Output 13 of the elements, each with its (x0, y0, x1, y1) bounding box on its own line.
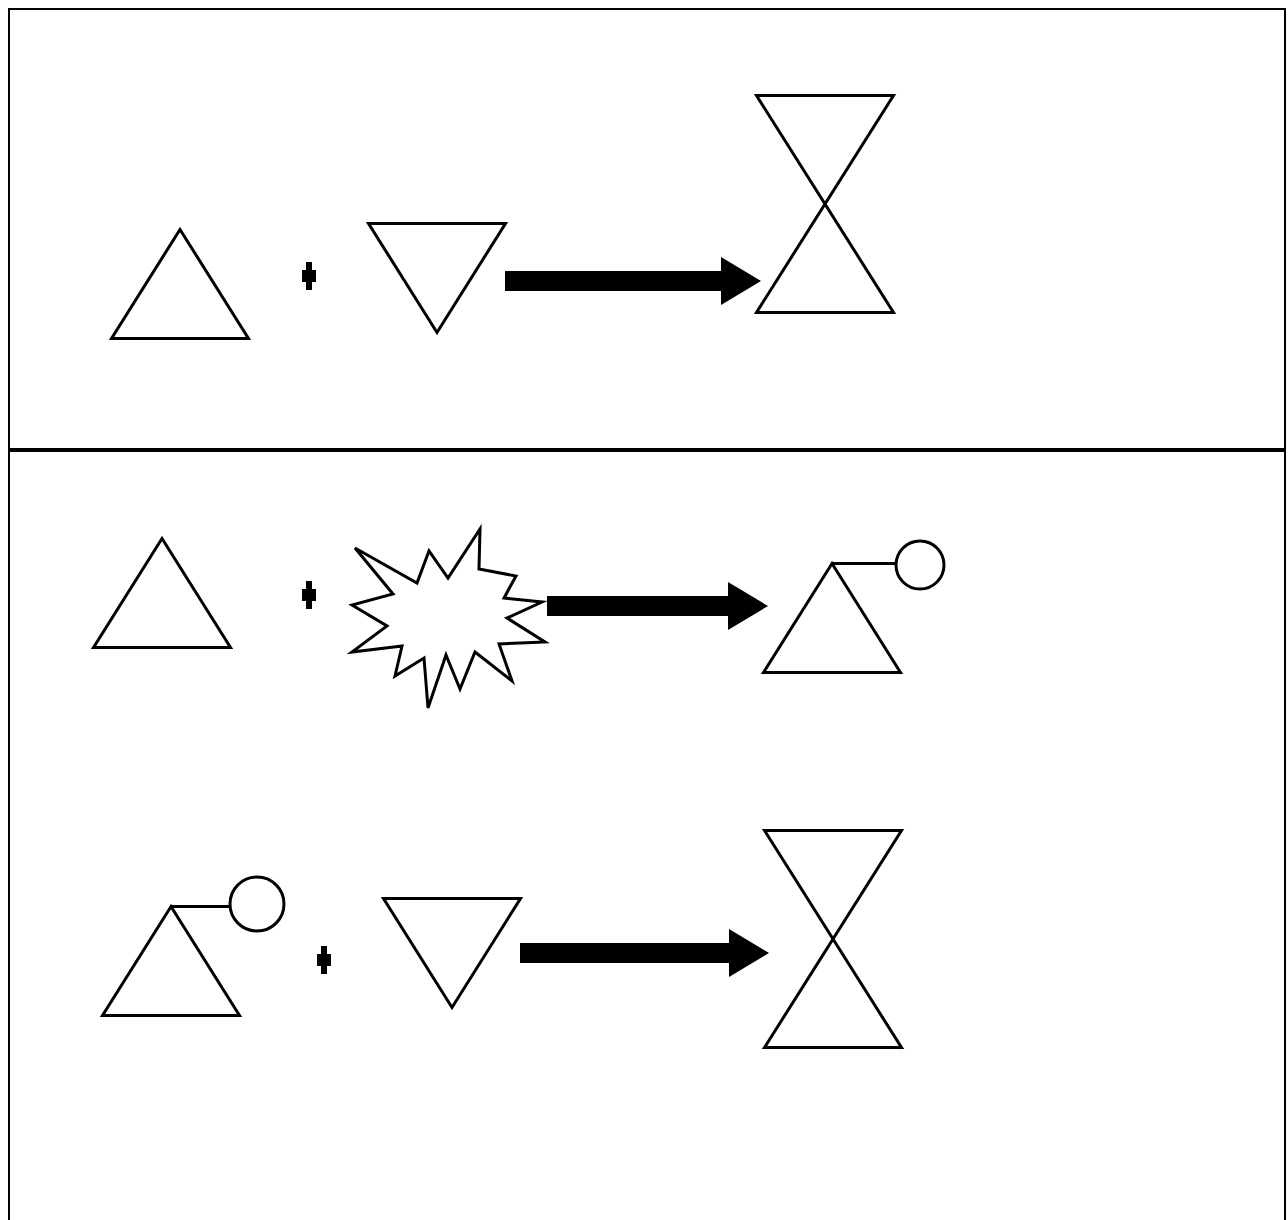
inverted-triangle-icon (367, 222, 507, 334)
panel (8, 8, 1286, 450)
panel (8, 450, 1286, 1220)
arrow (520, 929, 769, 977)
arrow (505, 257, 761, 305)
triangle-with-circle-icon (762, 540, 948, 674)
hourglass-icon (763, 829, 903, 1049)
triangle-with-circle-icon (101, 876, 288, 1017)
inverted-triangle-icon (382, 897, 522, 1009)
triangle-icon (92, 537, 232, 649)
arrow (547, 582, 768, 630)
hourglass-icon (755, 94, 895, 314)
triangle-icon (110, 228, 250, 340)
